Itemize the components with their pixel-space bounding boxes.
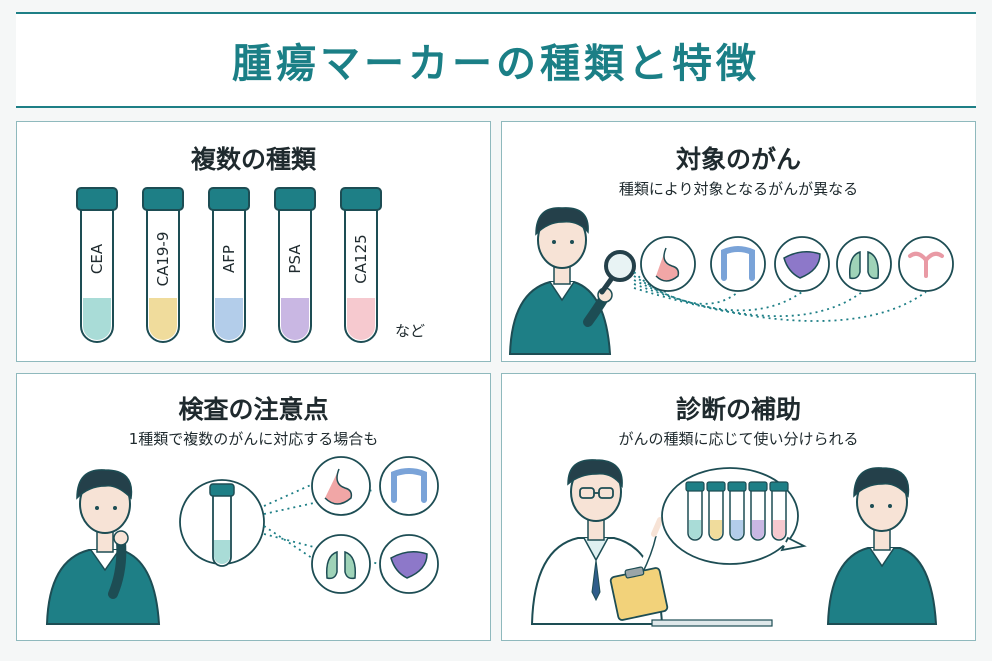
organ-circle-lungs bbox=[836, 236, 892, 292]
diagnosis-illustration bbox=[530, 459, 938, 627]
panel-precautions: 検査の注意点 1種類で複数のがんに対応する場合も bbox=[16, 373, 491, 641]
panel-diagnosis-aid: 診断の補助 がんの種類に応じて使い分けられる bbox=[501, 373, 976, 641]
organ-circle-intestine bbox=[710, 236, 766, 292]
precautions-illustration bbox=[45, 456, 439, 625]
organ-circle-stomach bbox=[640, 236, 696, 292]
target-illustration bbox=[508, 207, 954, 355]
tube-psa bbox=[274, 187, 316, 343]
page-title: 腫瘍マーカーの種類と特徴 bbox=[232, 41, 760, 87]
single-tube bbox=[209, 483, 235, 567]
tubes-illustration bbox=[76, 187, 382, 343]
panel-diagnosis-title: 診断の補助 bbox=[675, 395, 801, 424]
panel-diagnosis-subtitle: がんの種類に応じて使い分けられる bbox=[618, 430, 859, 448]
organ-circle-stomach bbox=[311, 456, 371, 516]
clipboard bbox=[609, 566, 669, 621]
person-with-magnifier bbox=[508, 207, 636, 355]
panel-target-cancer: 対象のがん 種類により対象となるがんが異なる bbox=[501, 121, 976, 362]
tube-ca125 bbox=[340, 187, 382, 343]
organ-circle-lungs bbox=[311, 534, 371, 594]
tube-cea bbox=[76, 187, 118, 343]
tube-label-afp: AFP bbox=[220, 245, 238, 273]
thinking-person bbox=[45, 469, 161, 625]
tube-label-ca125: CA125 bbox=[352, 234, 370, 284]
etc-label: など bbox=[395, 322, 426, 340]
panel-precautions-title: 検査の注意点 bbox=[178, 395, 329, 424]
panel-precautions-subtitle: 1種類で複数のがんに対応する場合も bbox=[128, 430, 379, 448]
tube-ca19-9 bbox=[142, 187, 184, 343]
panel-target-title: 対象のがん bbox=[675, 145, 801, 174]
organ-circle-liver bbox=[379, 534, 439, 594]
bubble-tubes bbox=[685, 481, 789, 541]
organ-circle-uterus bbox=[898, 236, 954, 292]
panel-target-subtitle: 種類により対象となるがんが異なる bbox=[618, 180, 859, 198]
organ-circle-liver bbox=[774, 236, 830, 292]
panel-types: 複数の種類 CEA CA19-9 AFP PSA CA12 bbox=[16, 121, 491, 362]
tube-label-ca19-9: CA19-9 bbox=[154, 231, 172, 287]
organ-circle-intestine bbox=[379, 456, 439, 516]
panel-types-title: 複数の種類 bbox=[190, 145, 316, 174]
tube-afp bbox=[208, 187, 250, 343]
title-band: 腫瘍マーカーの種類と特徴 bbox=[16, 12, 976, 108]
tube-label-cea: CEA bbox=[88, 243, 106, 275]
patient bbox=[826, 467, 938, 625]
desk bbox=[651, 619, 773, 627]
tube-label-psa: PSA bbox=[286, 244, 304, 274]
